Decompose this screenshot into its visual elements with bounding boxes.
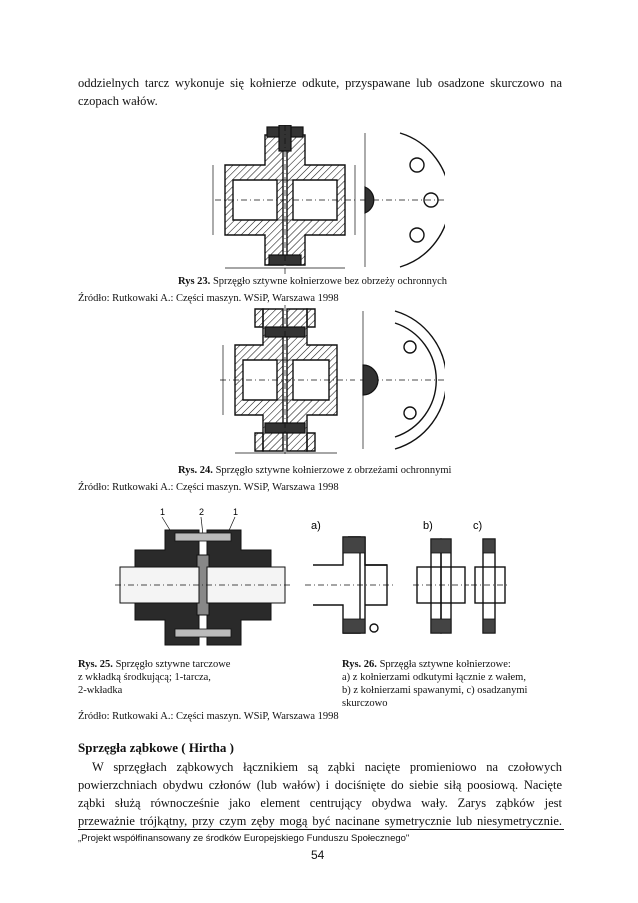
- figure-24-caption: Rys. 24. Sprzęgło sztywne kołnierzowe z …: [178, 464, 451, 477]
- figure-25-caption-line-2: z wkładką środkującą; 1-tarcza,: [78, 672, 211, 683]
- figure-25-label-2: 2: [199, 507, 204, 517]
- section-line-3: ząbki służą równocześnie jako element ce…: [78, 796, 562, 810]
- figure-24-source: Źródło: Rutkowaki A.: Części maszyn. WSi…: [78, 482, 339, 493]
- figure-25-drawing: 1 2 1: [115, 507, 290, 646]
- figure-24-drawing: [220, 305, 445, 455]
- figure-26-caption-line-1: Sprzęgła sztywne kołnierzowe:: [379, 659, 511, 670]
- figure-26-caption-line-2: a) z kołnierzami odkutymi łącznie z wałe…: [342, 672, 526, 683]
- intro-line-1: oddzielnych tarcz wykonuje się kołnierze…: [78, 76, 562, 90]
- figure-25-caption-prefix: Rys. 25.: [78, 659, 113, 670]
- figure-25-caption: Rys. 25. Sprzęgło sztywne tarczowe z wkł…: [78, 658, 328, 697]
- figure-26-drawing: a) b) c): [305, 520, 510, 634]
- figure-26-label-b: b): [423, 520, 433, 532]
- figure-25-26-source: Źródło: Rutkowaki A.: Części maszyn. WSi…: [78, 711, 339, 722]
- section-line-1: W sprzęgłach ząbkowych łącznikiem są ząb…: [92, 760, 562, 774]
- figure-26-label-a: a): [311, 520, 321, 532]
- section-line-2: powierzchniach obydwu członów (lub wałów…: [78, 778, 562, 792]
- figure-24-caption-text: Sprzęgło sztywne kołnierzowe z obrzeżami…: [215, 465, 452, 476]
- section-line-4: przeważnie trójkątny, przy czym zęby mog…: [78, 814, 562, 828]
- section-paragraph: W sprzęgłach ząbkowych łącznikiem są ząb…: [78, 758, 562, 830]
- figure-26-caption: Rys. 26. Sprzęgła sztywne kołnierzowe: a…: [342, 658, 562, 710]
- figure-26-caption-line-4: skurczowo: [342, 698, 388, 709]
- figure-25-label-1: 1: [160, 507, 165, 517]
- figure-25-caption-line-1: Sprzęgło sztywne tarczowe: [115, 659, 231, 670]
- section-heading: Sprzęgła ząbkowe ( Hirtha ): [78, 740, 234, 755]
- intro-paragraph: oddzielnych tarcz wykonuje się kołnierze…: [78, 74, 562, 110]
- figure-24-caption-prefix: Rys. 24.: [178, 465, 213, 476]
- figure-26-caption-line-3: b) z kołnierzami spawanymi, c) osadzanym…: [342, 685, 528, 696]
- figure-25-caption-line-3: 2-wkładka: [78, 685, 123, 696]
- figure-26-caption-prefix: Rys. 26.: [342, 659, 377, 670]
- page-number: 54: [311, 848, 325, 862]
- figure-23-drawing: [212, 125, 445, 275]
- figure-23-source: Źródło: Rutkowaki A.: Części maszyn. WSi…: [78, 293, 339, 304]
- footer-rule: [78, 829, 564, 830]
- figure-25-label-3: 1: [233, 507, 238, 517]
- figure-23-caption-prefix: Rys 23.: [178, 276, 211, 287]
- footer-project-note: „Projekt współfinansowany ze środków Eur…: [78, 833, 410, 844]
- intro-line-2: czopach wałów.: [78, 94, 158, 108]
- figure-26-label-c: c): [473, 520, 482, 532]
- figure-23-caption: Rys 23. Sprzęgło sztywne kołnierzowe bez…: [178, 275, 447, 288]
- figure-23-caption-text: Sprzęgło sztywne kołnierzowe bez obrzeży…: [212, 276, 448, 287]
